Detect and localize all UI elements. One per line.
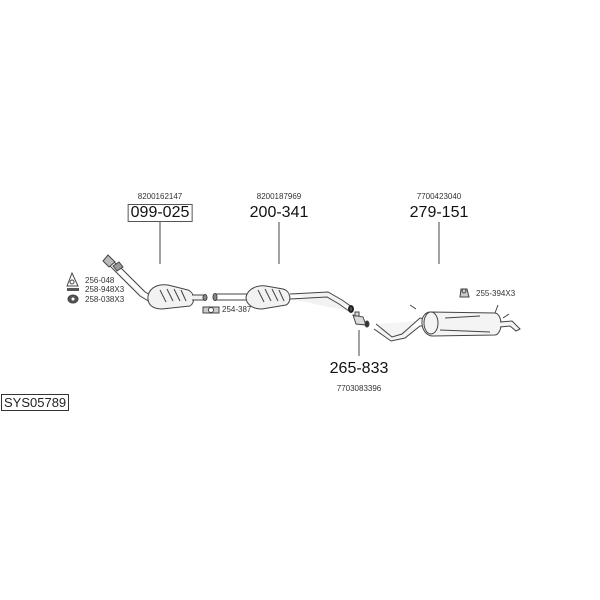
pipe-clamp[interactable] — [352, 311, 370, 328]
gasket-ring-icon — [66, 271, 79, 287]
accessory-label[interactable]: 258-948X3 — [85, 285, 125, 294]
part-number-label[interactable]: 265-833 — [329, 360, 389, 377]
accessory-label[interactable]: 255-394X3 — [476, 289, 516, 298]
system-code: SYS05789 — [1, 394, 70, 411]
oem-number: 8200162147 — [137, 192, 183, 201]
oem-number: 7703083396 — [336, 384, 382, 393]
front-pipe-catalyst[interactable] — [102, 254, 208, 310]
part-number-label[interactable]: 200-341 — [249, 204, 309, 221]
bolt-icon — [67, 288, 79, 291]
oem-number: 8200187969 — [256, 192, 302, 201]
part-number-label[interactable]: 279-151 — [409, 204, 469, 221]
oem-number: 7700423040 — [416, 192, 462, 201]
part-number-label[interactable]: 099-025 — [127, 204, 193, 222]
rubber-mount-icon — [459, 288, 470, 298]
accessory-label[interactable]: 254-387 — [222, 305, 252, 314]
rear-silencer[interactable] — [373, 304, 521, 342]
nut-icon — [67, 294, 79, 304]
catalytic-converter[interactable] — [212, 285, 354, 313]
accessory-label[interactable]: 258-038X3 — [85, 295, 125, 304]
accessory-label[interactable]: 256-048 — [85, 276, 115, 285]
flange-gasket-icon — [202, 306, 220, 314]
